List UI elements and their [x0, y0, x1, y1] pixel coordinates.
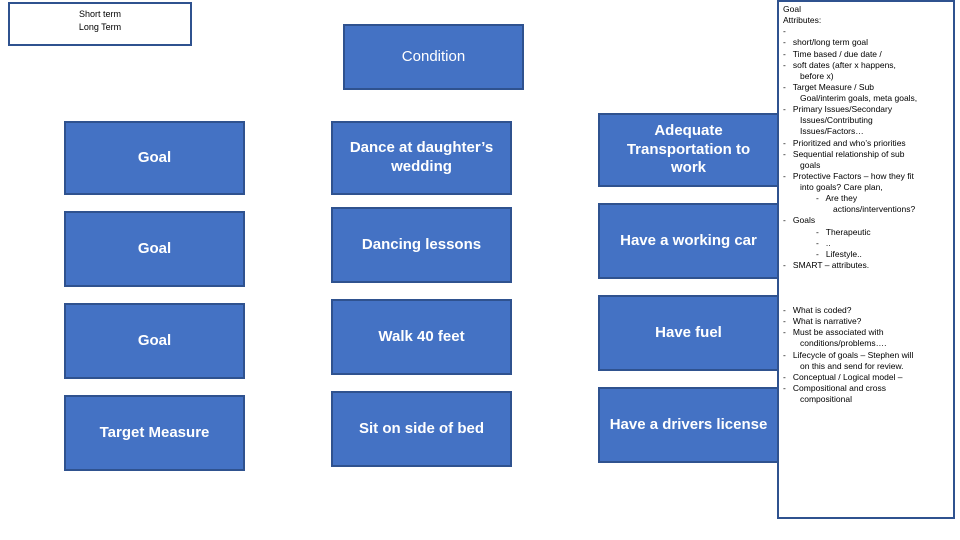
- notes-line: - What is coded?: [783, 305, 852, 315]
- notes-line: - Must be associated with: [783, 327, 884, 338]
- notes-line: - Are they: [816, 193, 858, 204]
- notes-line: -: [783, 26, 786, 37]
- notes-line: - soft dates (after x happens,: [783, 59, 896, 70]
- notes-line: - Conceptual / Logical model –: [783, 371, 903, 382]
- condition-header-label: Condition: [401, 47, 466, 65]
- notes-line: - Lifecycle of goals – Stephen will: [783, 349, 914, 360]
- notes-line: - Lifestyle..: [816, 248, 862, 259]
- notes-line: - Primary Issues/Secondary: [783, 104, 893, 115]
- notes-line: conditions/problems….: [800, 338, 887, 349]
- transport-box-2[interactable]: Have a working car: [598, 203, 779, 279]
- condition-box-3[interactable]: Walk 40 feet: [331, 299, 512, 375]
- goal-box-2[interactable]: Goal: [64, 211, 245, 287]
- condition-box-1[interactable]: Dance at daughter’s wedding: [331, 121, 512, 195]
- notes-line: - SMART – attributes.: [783, 259, 870, 270]
- notes-line: - Goals: [783, 215, 816, 226]
- goal-box-3-label: Goal: [137, 331, 172, 349]
- notes-line: - Time based / due date /: [783, 48, 882, 59]
- notes-line: on this and send for review.: [800, 360, 904, 371]
- notes-line: - Target Measure / Sub: [783, 81, 875, 92]
- notes-line: actions/interventions?: [833, 204, 916, 215]
- notes-line: goals: [800, 159, 821, 170]
- notes-line: - Prioritized and who’s priorities: [783, 137, 906, 148]
- goal-box-1-label: Goal: [137, 148, 172, 166]
- transport-box-4-label: Have a drivers license: [609, 415, 768, 433]
- notes-line: before x): [800, 70, 834, 81]
- notes-line: - What is narrative?: [783, 316, 862, 327]
- notes-line: Issues/Factors…: [800, 126, 864, 137]
- notes-spacer: [783, 271, 948, 305]
- notes-line: Goal: [783, 4, 801, 14]
- condition-box-4[interactable]: Sit on side of bed: [331, 391, 512, 467]
- condition-header-box[interactable]: Condition: [343, 24, 524, 90]
- notes-line: - Therapeutic: [816, 226, 871, 237]
- condition-box-2-label: Dancing lessons: [361, 235, 482, 253]
- goal-box-3[interactable]: Goal: [64, 303, 245, 379]
- target-measure-box[interactable]: Target Measure: [64, 395, 245, 471]
- transport-box-1-label: Adequate Transportation to work: [626, 121, 751, 177]
- transport-box-2-label: Have a working car: [620, 231, 757, 249]
- notes-line: - Compositional and cross: [783, 382, 886, 393]
- notes-line: - Sequential relationship of sub: [783, 148, 905, 159]
- notes-line: - ..: [816, 237, 831, 248]
- legend-line-long-term: Long Term: [78, 22, 122, 33]
- notes-line: compositional: [800, 394, 852, 404]
- notes-line: - short/long term goal: [783, 37, 869, 48]
- condition-box-3-label: Walk 40 feet: [378, 327, 465, 345]
- notes-line: Attributes:: [783, 15, 822, 26]
- transport-box-1[interactable]: Adequate Transportation to work: [598, 113, 779, 187]
- notes-line: Goal/interim goals, meta goals,: [800, 93, 918, 103]
- goal-box-1[interactable]: Goal: [64, 121, 245, 195]
- notes-line: into goals? Care plan,: [800, 182, 883, 192]
- transport-box-3[interactable]: Have fuel: [598, 295, 779, 371]
- goal-box-2-label: Goal: [137, 239, 172, 257]
- notes-line: Issues/Contributing: [800, 115, 873, 126]
- legend-box: Short term Long Term: [8, 2, 192, 46]
- notes-line: - Protective Factors – how they fit: [783, 170, 914, 181]
- condition-box-2[interactable]: Dancing lessons: [331, 207, 512, 283]
- target-measure-label: Target Measure: [99, 423, 210, 441]
- condition-box-1-label: Dance at daughter’s wedding: [349, 139, 494, 175]
- transport-box-4[interactable]: Have a drivers license: [598, 387, 779, 463]
- legend-line-short-term: Short term: [78, 9, 121, 19]
- transport-box-3-label: Have fuel: [655, 323, 722, 341]
- condition-box-4-label: Sit on side of bed: [358, 419, 484, 437]
